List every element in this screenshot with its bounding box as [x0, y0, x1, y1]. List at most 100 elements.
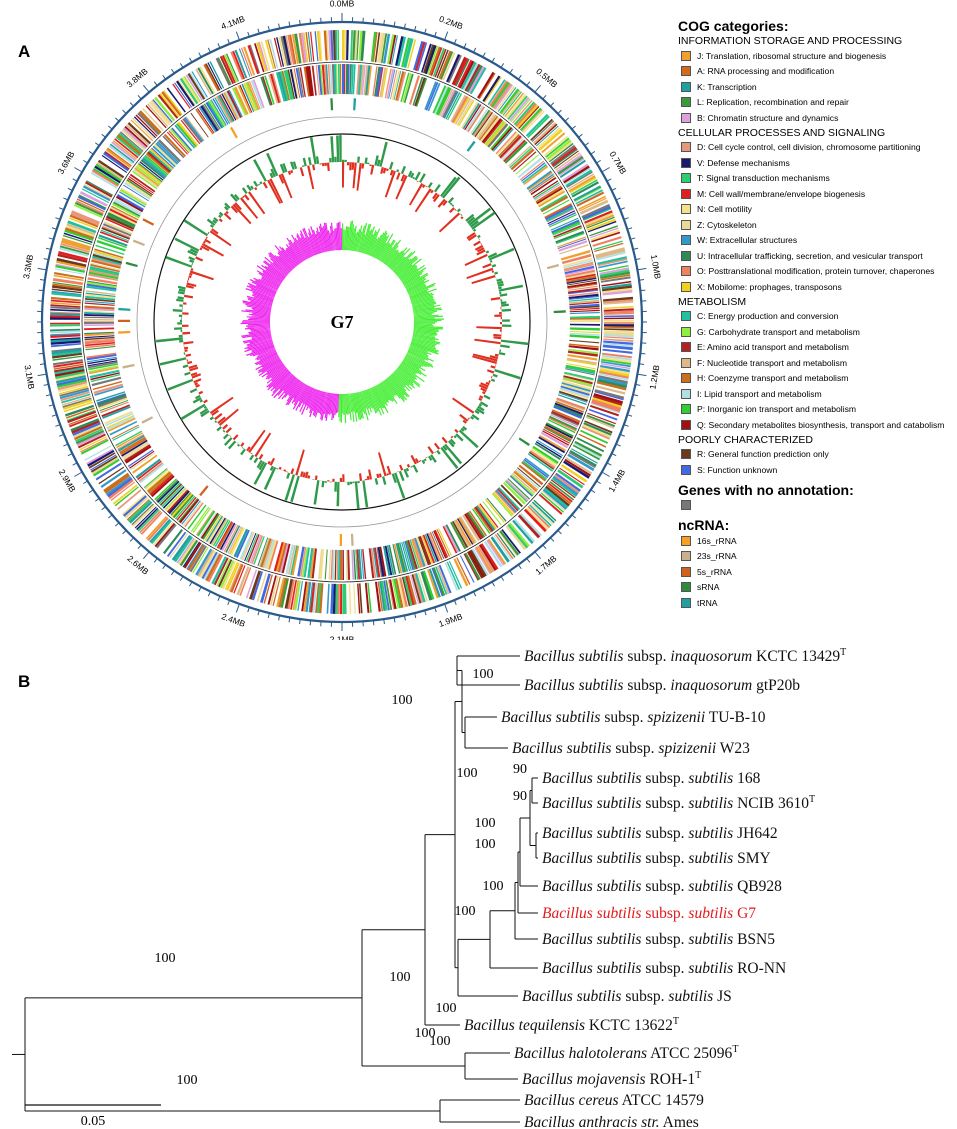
gc-content-bar — [179, 319, 182, 322]
cds-reverse-strand — [200, 105, 219, 132]
cds-reverse-strand — [552, 223, 581, 236]
gc-skew-bar — [403, 275, 421, 286]
gc-skew-bar — [355, 229, 361, 252]
cds-forward-strand — [211, 556, 227, 585]
cds-reverse-strand — [431, 531, 445, 560]
legend-swatch — [681, 404, 691, 415]
cds-reverse-strand — [353, 549, 357, 580]
gc-content-bar — [184, 349, 188, 352]
cds-forward-strand — [126, 124, 150, 146]
gc-skew-bar — [411, 296, 434, 304]
cds-reverse-strand — [183, 501, 203, 526]
cds-reverse-strand — [235, 529, 250, 558]
gc-skew-bar — [316, 227, 324, 253]
gc-skew-bar — [311, 234, 320, 254]
cds-forward-strand — [490, 536, 510, 563]
cds-forward-strand — [207, 554, 224, 583]
gc-content-bar — [438, 212, 461, 233]
scale-tick — [383, 619, 385, 625]
cds-forward-strand — [525, 507, 549, 531]
gc-content-bar — [182, 312, 189, 315]
cds-forward-strand — [59, 389, 90, 400]
gc-skew-bar — [252, 347, 275, 357]
gc-content-bar — [278, 466, 282, 470]
cds-forward-strand — [592, 397, 622, 408]
cds-reverse-strand — [99, 400, 129, 412]
scale-tick — [590, 489, 596, 493]
scale-tick-label: 1.7MB — [533, 553, 558, 577]
gc-content-bar — [500, 339, 529, 346]
gc-skew-bar — [412, 300, 435, 307]
gc-content-bar — [195, 256, 204, 262]
gc-skew-bar — [257, 348, 276, 356]
gc-skew-bar — [264, 260, 286, 278]
legend-label: S: Function unknown — [697, 464, 778, 475]
gc-skew-bar — [398, 264, 416, 279]
cds-forward-strand — [50, 311, 81, 314]
cds-forward-strand — [451, 56, 467, 86]
scale-tick — [179, 63, 184, 68]
scale-bar-label: 0.05 — [81, 1114, 106, 1129]
cds-forward-strand — [604, 319, 634, 322]
cds-forward-strand — [600, 365, 630, 373]
cds-forward-strand — [587, 220, 617, 233]
cds-forward-strand — [287, 34, 296, 65]
gc-content-bar — [366, 476, 370, 480]
legend-label: F: Nucleotide transport and metabolism — [697, 357, 847, 368]
cds-reverse-strand — [342, 64, 345, 94]
gc-content-bar — [200, 410, 210, 418]
gc-skew-bar — [272, 373, 292, 393]
gc-skew-bar — [277, 375, 295, 396]
cds-forward-strand — [505, 525, 527, 551]
cds-forward-strand — [447, 54, 462, 84]
gc-skew-bar — [347, 226, 350, 251]
taxon-mid: subsp. — [641, 850, 688, 867]
scale-tick — [129, 537, 134, 542]
gc-content-bar — [451, 204, 455, 207]
cds-reverse-strand — [505, 479, 529, 502]
cog-legend: COG categories: INFORMATION STORAGE AND … — [678, 18, 956, 611]
cds-forward-strand — [53, 274, 84, 281]
cds-reverse-strand — [91, 257, 122, 267]
bootstrap-value: 100 — [177, 1073, 198, 1088]
gc-skew-bar — [258, 278, 279, 290]
gc-skew-bar — [283, 376, 296, 392]
scale-tick — [247, 607, 250, 613]
cds-reverse-strand — [89, 266, 120, 274]
gc-skew-bar — [405, 278, 427, 290]
gc-content-bar — [342, 162, 345, 188]
cds-reverse-strand — [491, 127, 513, 151]
cds-forward-strand — [305, 32, 311, 63]
gc-skew-bar — [407, 350, 429, 361]
cds-forward-strand — [573, 442, 602, 459]
cds-forward-strand — [114, 486, 139, 507]
legend-item: F: Nucleotide transport and metabolism — [678, 355, 956, 371]
scale-tick — [153, 81, 158, 86]
gc-skew-bar — [378, 242, 390, 261]
cds-forward-strand — [256, 572, 267, 602]
cds-reverse-strand — [128, 176, 154, 194]
cds-reverse-strand — [228, 526, 244, 555]
gc-content-bar — [467, 234, 477, 242]
legend-label: G: Carbohydrate transport and metabolism — [697, 326, 860, 337]
gc-skew-bar — [330, 222, 335, 251]
gc-content-bar — [336, 135, 340, 163]
taxon-strain: W23 — [716, 740, 750, 757]
scale-tick — [189, 57, 193, 63]
cds-reverse-strand — [116, 432, 144, 449]
scale-tick — [434, 31, 437, 37]
gc-skew-bar — [251, 344, 274, 353]
cds-reverse-strand — [252, 79, 265, 109]
gc-skew-bar — [396, 258, 418, 276]
cds-forward-strand — [576, 191, 605, 207]
cds-reverse-strand — [85, 343, 116, 349]
cds-reverse-strand — [539, 435, 567, 452]
cds-forward-strand — [90, 171, 118, 189]
gc-skew-bar — [309, 389, 318, 409]
type-strain-superscript: T — [840, 647, 846, 658]
scale-tick — [542, 95, 547, 100]
scale-tick — [43, 258, 49, 261]
cds-reverse-strand — [396, 542, 407, 573]
legend-group-title: POORLY CHARACTERIZED — [678, 433, 813, 446]
gc-skew-bar — [269, 263, 287, 277]
